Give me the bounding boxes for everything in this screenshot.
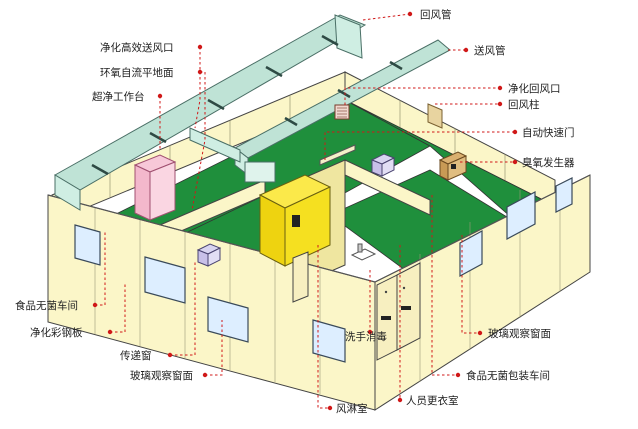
return-air-duct <box>54 14 367 211</box>
hand-wash-sink <box>350 243 377 261</box>
observation-windows <box>74 177 573 363</box>
label-hepa-outlet: 净化高效送风口 <box>100 41 174 54</box>
pass-box-left <box>196 243 222 267</box>
auto-fast-door <box>319 144 356 166</box>
label-hand-wash: 洗手消毒 <box>345 330 387 343</box>
label-food-workshop: 食品无菌车间 <box>15 299 78 312</box>
label-return-duct: 回风管 <box>420 8 452 21</box>
return-air-inlet <box>334 104 350 120</box>
label-color-steel-panel: 净化彩钢板 <box>30 326 83 339</box>
label-clean-bench: 超净工作台 <box>92 90 145 103</box>
leader-arrows <box>92 11 518 411</box>
label-supply-duct: 送风管 <box>474 44 506 57</box>
clean-bench <box>133 154 177 221</box>
air-shower-room <box>258 174 332 267</box>
label-return-inlet: 净化回风口 <box>508 82 561 95</box>
label-air-shower: 风淋室 <box>336 402 368 415</box>
leader-lines <box>95 13 515 409</box>
pass-box-right <box>370 153 396 177</box>
return-column <box>427 103 443 129</box>
label-window-left: 玻璃观察窗面 <box>130 369 193 382</box>
front-double-door <box>376 262 421 361</box>
partition-right <box>344 159 431 216</box>
interior-door <box>292 251 309 303</box>
hepa-outlet-box <box>244 161 276 183</box>
label-ozone-generator: 臭氧发生器 <box>522 156 575 169</box>
label-packaging-workshop: 食品无菌包装车间 <box>466 369 550 382</box>
label-pass-box: 传递窗 <box>120 349 152 362</box>
label-changing-room: 人员更衣室 <box>406 394 459 407</box>
label-window-right: 玻璃观察窗面 <box>488 327 551 340</box>
label-return-column: 回风柱 <box>508 98 540 111</box>
labels: 回风管 送风管 净化高效送风口 环氧自流平地面 超净工作台 净化回风口 回风柱 … <box>15 8 575 415</box>
label-auto-door: 自动快速门 <box>522 126 575 139</box>
label-epoxy-floor: 环氧自流平地面 <box>100 66 174 79</box>
